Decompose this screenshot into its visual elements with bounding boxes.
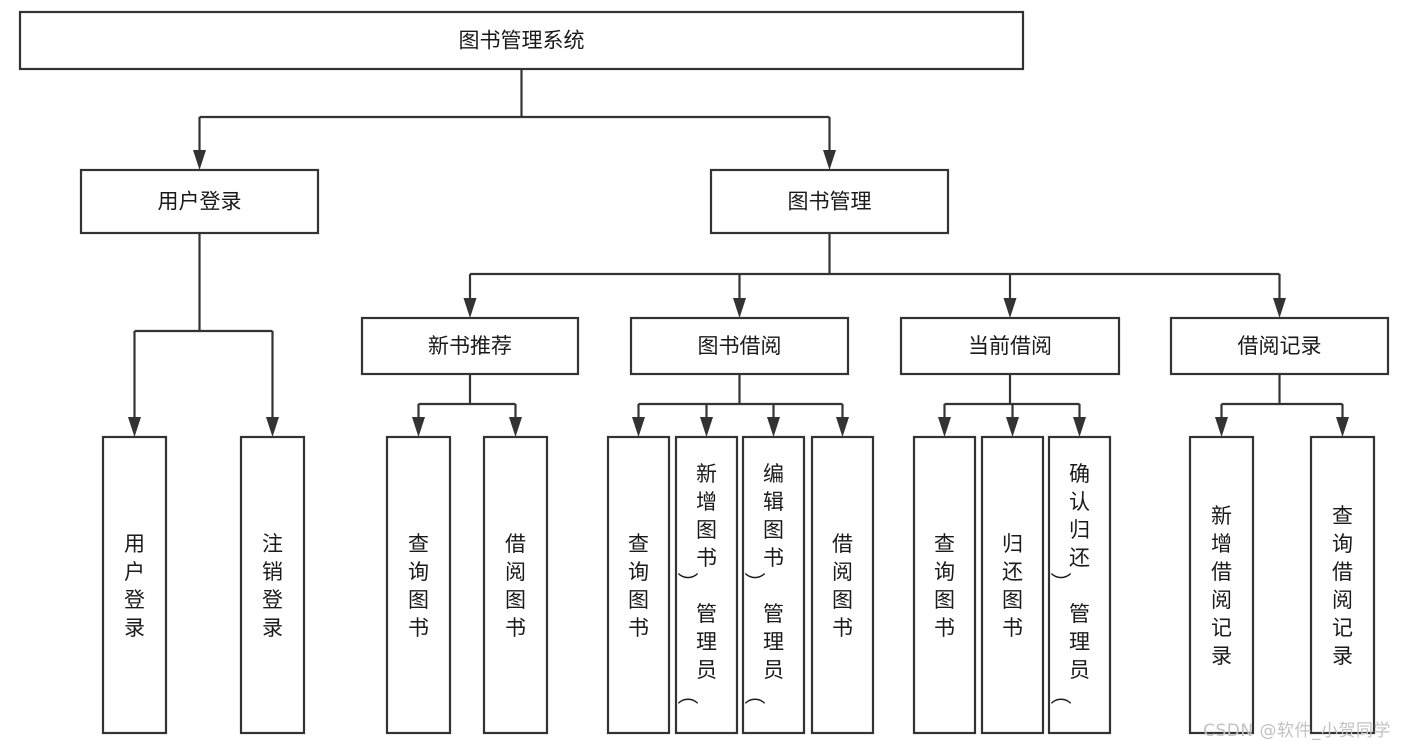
- arrow-head-icon: [1336, 417, 1349, 437]
- arrow-head-icon: [412, 417, 425, 437]
- arrow-head-icon: [700, 417, 713, 437]
- edge-group-book-borrow: [632, 374, 849, 437]
- node-root[interactable]: 图书管理系统: [18, 10, 1025, 71]
- arrow-head-icon: [836, 417, 849, 437]
- node-book-manage[interactable]: 图书管理: [709, 168, 950, 235]
- node-current-borrow[interactable]: 当前借阅: [899, 316, 1121, 376]
- node-box-root[interactable]: [18, 10, 1025, 71]
- arrow-head-icon: [266, 417, 279, 437]
- node-user-login[interactable]: 用户登录: [79, 168, 320, 235]
- edge-group-current-borrow: [938, 374, 1086, 437]
- node-label-leaf-edit-book: 编辑图书（管理员）: [744, 462, 784, 705]
- node-label-leaf-add-book: 新增图书（管理员）: [677, 462, 717, 705]
- node-box-book-borrow[interactable]: [629, 316, 850, 376]
- arrow-head-icon: [193, 150, 206, 170]
- node-label-leaf-user-login: 用户登录: [124, 532, 145, 640]
- arrow-head-icon: [1073, 417, 1086, 437]
- node-label-root: 图书管理系统: [459, 29, 585, 53]
- edges-layer: [128, 69, 1349, 437]
- arrow-head-icon: [128, 417, 141, 437]
- node-leaf-query-2[interactable]: 查询图书: [606, 435, 671, 735]
- node-label-leaf-query-3: 查询图书: [934, 532, 955, 640]
- node-box-leaf-add-book[interactable]: [674, 435, 739, 735]
- node-label-current-borrow: 当前借阅: [968, 334, 1052, 358]
- node-label-leaf-return: 归还图书: [1002, 532, 1023, 640]
- arrow-head-icon: [767, 417, 780, 437]
- node-book-borrow[interactable]: 图书借阅: [629, 316, 850, 376]
- node-box-leaf-borrow-2[interactable]: [810, 435, 875, 735]
- node-leaf-query-3[interactable]: 查询图书: [912, 435, 977, 735]
- arrow-head-icon: [1003, 298, 1017, 318]
- node-label-leaf-query-1: 查询图书: [408, 532, 429, 640]
- edge-group-book-manage: [463, 233, 1286, 318]
- node-label-new-book-rec: 新书推荐: [428, 334, 512, 358]
- node-box-leaf-borrow-1[interactable]: [482, 435, 549, 735]
- node-leaf-borrow-2[interactable]: 借阅图书: [810, 435, 875, 735]
- edge-group-new-book-rec: [412, 374, 522, 437]
- node-box-leaf-logout[interactable]: [239, 435, 306, 735]
- arrow-head-icon: [632, 417, 645, 437]
- node-box-leaf-query-1[interactable]: [385, 435, 452, 735]
- node-label-leaf-confirm: 确认归还（管理员）: [1050, 462, 1090, 705]
- node-box-current-borrow[interactable]: [899, 316, 1121, 376]
- arrow-head-icon: [1006, 417, 1019, 437]
- node-leaf-logout[interactable]: 注销登录: [239, 435, 306, 735]
- node-borrow-record[interactable]: 借阅记录: [1169, 316, 1390, 376]
- arrow-head-icon: [509, 417, 522, 437]
- watermark-label: CSDN @软件_小贺同学: [1203, 721, 1391, 741]
- edge-group-user-login: [128, 233, 279, 437]
- arrow-head-icon: [733, 298, 746, 318]
- edge-group-root: [193, 69, 836, 170]
- node-leaf-edit-book[interactable]: 编辑图书（管理员）: [741, 435, 806, 735]
- node-new-book-rec[interactable]: 新书推荐: [360, 316, 580, 376]
- arrow-head-icon: [938, 417, 951, 437]
- node-label-leaf-add-rec: 新增借阅记录: [1211, 504, 1232, 668]
- node-leaf-return[interactable]: 归还图书: [980, 435, 1045, 735]
- node-label-leaf-query-rec: 查询借阅记录: [1332, 504, 1353, 668]
- node-box-leaf-add-rec[interactable]: [1188, 435, 1255, 735]
- node-box-leaf-query-rec[interactable]: [1309, 435, 1376, 735]
- node-leaf-query-rec[interactable]: 查询借阅记录: [1309, 435, 1376, 735]
- node-leaf-query-1[interactable]: 查询图书: [385, 435, 452, 735]
- node-box-leaf-query-3[interactable]: [912, 435, 977, 735]
- node-box-leaf-return[interactable]: [980, 435, 1045, 735]
- nodes-layer: 图书管理系统用户登录图书管理新书推荐图书借阅当前借阅借阅记录用户登录注销登录查询…: [18, 10, 1390, 735]
- node-label-leaf-borrow-2: 借阅图书: [832, 532, 853, 640]
- edge-group-borrow-record: [1215, 374, 1349, 437]
- node-box-borrow-record[interactable]: [1169, 316, 1390, 376]
- node-box-leaf-query-2[interactable]: [606, 435, 671, 735]
- node-leaf-user-login[interactable]: 用户登录: [101, 435, 168, 735]
- node-leaf-borrow-1[interactable]: 借阅图书: [482, 435, 549, 735]
- node-box-book-manage[interactable]: [709, 168, 950, 235]
- arrow-head-icon: [463, 298, 477, 318]
- node-label-leaf-query-2: 查询图书: [628, 532, 649, 640]
- node-box-leaf-user-login[interactable]: [101, 435, 168, 735]
- node-label-user-login: 用户登录: [158, 190, 242, 214]
- node-box-leaf-edit-book[interactable]: [741, 435, 806, 735]
- node-label-leaf-logout: 注销登录: [262, 532, 283, 640]
- node-label-book-borrow: 图书借阅: [698, 334, 782, 358]
- arrow-head-icon: [1273, 298, 1286, 318]
- arrow-head-icon: [823, 150, 836, 170]
- node-leaf-add-book[interactable]: 新增图书（管理员）: [674, 435, 739, 735]
- node-box-user-login[interactable]: [79, 168, 320, 235]
- node-leaf-add-rec[interactable]: 新增借阅记录: [1188, 435, 1255, 735]
- node-box-leaf-confirm[interactable]: [1047, 435, 1112, 735]
- node-box-new-book-rec[interactable]: [360, 316, 580, 376]
- node-label-borrow-record: 借阅记录: [1238, 334, 1322, 358]
- arrow-head-icon: [1215, 417, 1228, 437]
- node-leaf-confirm[interactable]: 确认归还（管理员）: [1047, 435, 1112, 735]
- node-label-book-manage: 图书管理: [788, 190, 872, 214]
- node-label-leaf-borrow-1: 借阅图书: [505, 532, 526, 640]
